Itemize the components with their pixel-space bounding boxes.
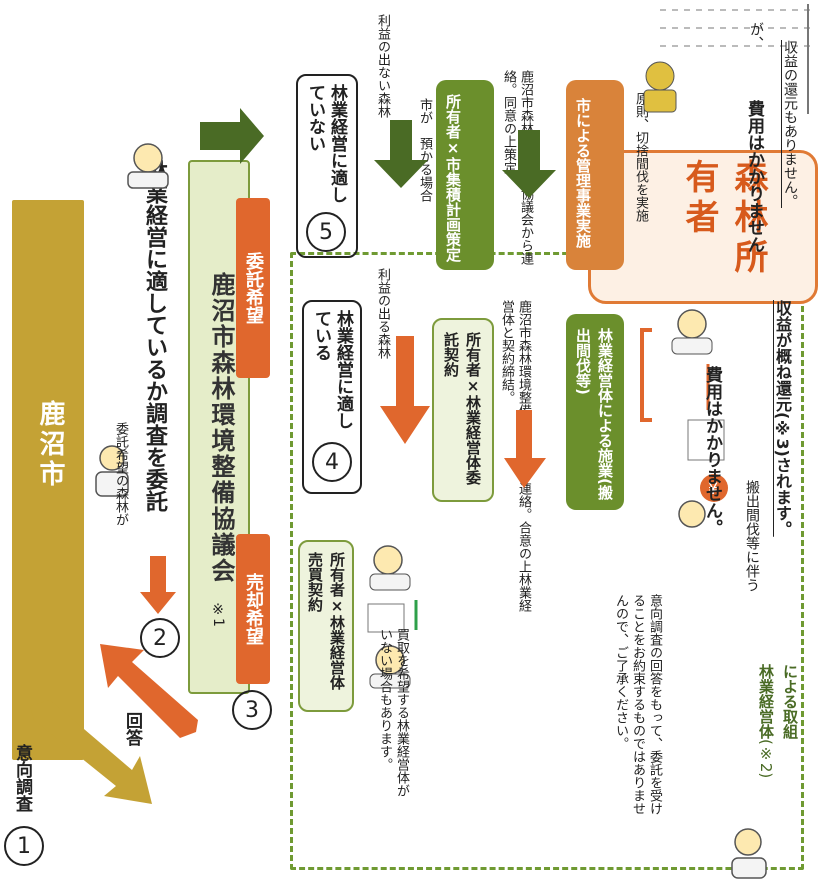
frame-label1-note: (※2) [757,739,775,779]
step2-subtitle: 委託希望の森林が [113,422,128,526]
step3-contract-illustration [367,545,418,689]
step5-condition2: 市が 預かる場合 [417,98,432,202]
step3-sale-contract-box: 所有者×林業経営体売買契約 [298,540,354,712]
city-label: 鹿沼市 [35,400,65,490]
step1-number: 1 [4,826,44,866]
city-box: 鹿沼市 [12,200,84,760]
frame-label1: 林業経営体 [757,664,775,739]
forestry-operator-frame [290,252,804,870]
frame-label2: による取組 [781,664,799,739]
svg-text:¥: ¥ [708,479,718,498]
owner-icon [731,828,767,879]
step3-box-label: 所有者×林業経営体売買契約 [306,552,346,690]
step5-cost-tail: が、 [748,22,764,50]
step5-number: 5 [306,212,346,252]
step5-title: 林業経営に適していない [305,84,347,203]
step4-title: 林業経営に適している [311,310,353,429]
sale-hope-tag: 売却希望 [236,534,270,684]
answer-arrow [100,644,198,738]
forest-owner-box: 森林所有者 [588,150,818,304]
council-note: ※1 [210,602,226,627]
owner-note: 意向調査の回答をもって、委託を受けることをお約束するものではありませんので、ご了… [613,594,662,815]
step4-cost-line: 費用はかかりません。 [702,366,722,536]
council-to-step5-arrow [200,108,264,164]
step5-box2-note: 原則、切捨間伐を実施 [633,92,648,222]
step1-label: 意向調査 [12,744,32,812]
step3-number: 3 [232,690,272,730]
step5-box1-label: 所有者×市集積計画策定 [444,94,462,262]
city-official-icon [95,445,129,497]
step2-number: 2 [140,618,180,658]
step4-return-line: 収益が概ね還元(※3)されます。 [773,300,792,537]
step4-box2-label: 林業経営体による施業(搬出間伐等) [574,328,614,500]
step4-condition: 利益の出る森林 [375,268,390,359]
step4-consign-contract-box: 所有者×林業経営体委託契約 [432,318,494,502]
forest-worker-illustration [643,4,810,114]
step4-revenue-illustration: ¥ [640,309,728,528]
owner-label: 森林所有者 [679,159,768,279]
step4-title-box: 林業経営に適している [302,300,362,494]
survey-arrow [30,700,152,804]
step4-cost-sub: 搬出間伐等に伴う [744,480,760,592]
step5-cost-line: 費用はかかりません [744,100,764,253]
step5-plan-box: 所有者×市集積計画策定 [436,80,494,270]
step5-box2-label: 市による管理事業実施 [574,98,592,248]
step5-arrow-1 [374,120,428,188]
step5-management-box: 市による管理事業実施 [566,80,624,270]
council-official-icon [127,143,169,189]
step5-condition: 利益の出ない森林 [375,14,390,118]
step4-number: 4 [312,442,352,482]
step3-note: 買取を希望する林業経営体がいない場合もあります。 [377,628,409,797]
step5-arrow-2 [502,130,556,198]
step2-arrow [140,556,176,614]
step4-box1-label: 所有者×林業経営体委託契約 [442,332,482,485]
frame-label-operator: 林業経営体(※2) [756,664,777,778]
answer-label: 回答 [122,712,142,746]
step4-arrow-2 [504,410,546,488]
council-label: 鹿沼市森林環境整備協議会 [207,272,235,584]
step2-title: 林業経営に適しているか調査を委託 [142,160,167,512]
step4-operation-box: 林業経営体による施業(搬出間伐等) [566,314,624,510]
step5-title-box: 林業経営に適していない [296,74,358,258]
consign-hope-tag: 委託希望 [236,198,270,378]
step5-return-line: 収益の還元もありません。 [782,40,798,208]
step4-arrow-1 [380,336,430,444]
